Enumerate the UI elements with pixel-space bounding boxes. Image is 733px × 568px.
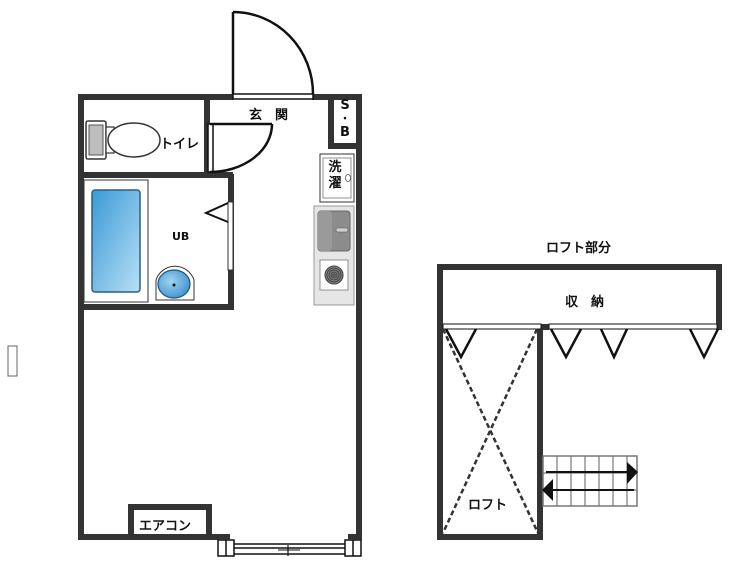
- shoe-box-label-mid: ・: [340, 114, 350, 125]
- toilet-walls: [78, 94, 233, 178]
- storage-doors: [442, 323, 718, 330]
- entrance-door: [231, 10, 315, 100]
- loft-label: ロフト: [468, 498, 508, 513]
- washer-label: 洗 濯: [325, 160, 345, 192]
- shoe-box-label-bottom: B: [340, 125, 350, 140]
- aircon-box: [128, 504, 212, 538]
- main-unit-walls: [78, 94, 362, 540]
- toilet-door: [207, 122, 274, 174]
- loft-ladder: [542, 455, 638, 507]
- loft-title: ロフト部分: [546, 241, 612, 256]
- shoe-box-label: S ・ B: [334, 99, 356, 140]
- washer-label-bottom: 濯: [328, 176, 342, 191]
- washer-label-top: 洗: [328, 160, 342, 175]
- edge-marker: [7, 345, 18, 377]
- loft-storage-walls: [437, 264, 722, 540]
- storage-door-swings: [444, 328, 720, 360]
- unit-bath-fixtures: [83, 179, 234, 303]
- shoe-box: [328, 97, 358, 149]
- storage-label: 収 納: [565, 295, 605, 310]
- toilet-fixture: [85, 120, 161, 160]
- unit-bath-label: UB: [172, 230, 190, 243]
- toilet-label: トイレ: [160, 137, 200, 152]
- aircon-label: エアコン: [139, 519, 192, 534]
- entrance-label: 玄 関: [249, 108, 289, 123]
- shoe-box-label-top: S: [340, 98, 350, 113]
- loft-cross: [441, 328, 540, 534]
- washer-space: [319, 153, 355, 203]
- balcony-window: [217, 534, 362, 557]
- kitchen-counter: [313, 205, 355, 306]
